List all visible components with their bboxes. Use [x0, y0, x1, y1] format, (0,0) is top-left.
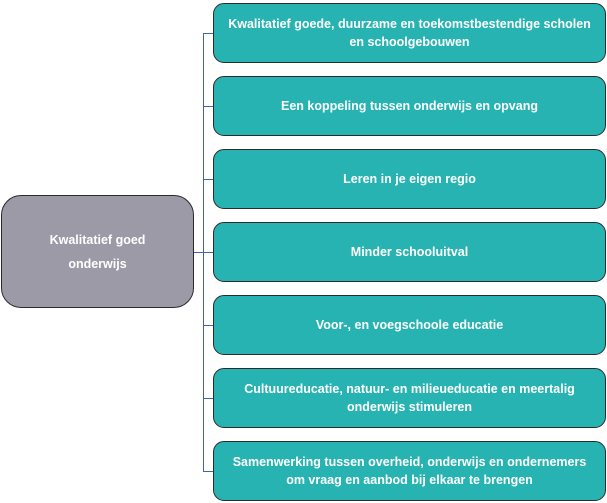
connector-branch: [203, 252, 213, 253]
connector-branch: [203, 398, 213, 399]
root-node: Kwalitatief goed onderwijs: [1, 195, 194, 308]
child-node: Minder schooluitval: [213, 222, 606, 282]
child-label: Kwalitatief goede, duurzame en toekomstb…: [228, 17, 591, 49]
child-label: Een koppeling tussen onderwijs en opvang: [281, 99, 538, 113]
child-node: Leren in je eigen regio: [213, 149, 606, 209]
child-node: Een koppeling tussen onderwijs en opvang: [213, 76, 606, 136]
child-label: Voor-, en voegschoole educatie: [315, 318, 504, 332]
root-label: Kwalitatief goed onderwijs: [49, 232, 146, 271]
child-label: Minder schooluitval: [350, 245, 469, 259]
child-label: Cultuureducatie, natuur- en milieueducat…: [244, 382, 575, 414]
connector-root: [194, 252, 204, 253]
child-node: Samenwerking tussen overheid, onderwijs …: [213, 441, 606, 501]
child-label: Samenwerking tussen overheid, onderwijs …: [232, 455, 587, 487]
connector-branch: [203, 471, 213, 472]
connector-branch: [203, 33, 213, 34]
connector-branch: [203, 106, 213, 107]
child-label: Leren in je eigen regio: [343, 172, 476, 186]
child-node: Voor-, en voegschoole educatie: [213, 295, 606, 355]
connector-branch: [203, 179, 213, 180]
child-node: Kwalitatief goede, duurzame en toekomstb…: [213, 3, 606, 63]
child-node: Cultuureducatie, natuur- en milieueducat…: [213, 368, 606, 428]
connector-branch: [203, 325, 213, 326]
